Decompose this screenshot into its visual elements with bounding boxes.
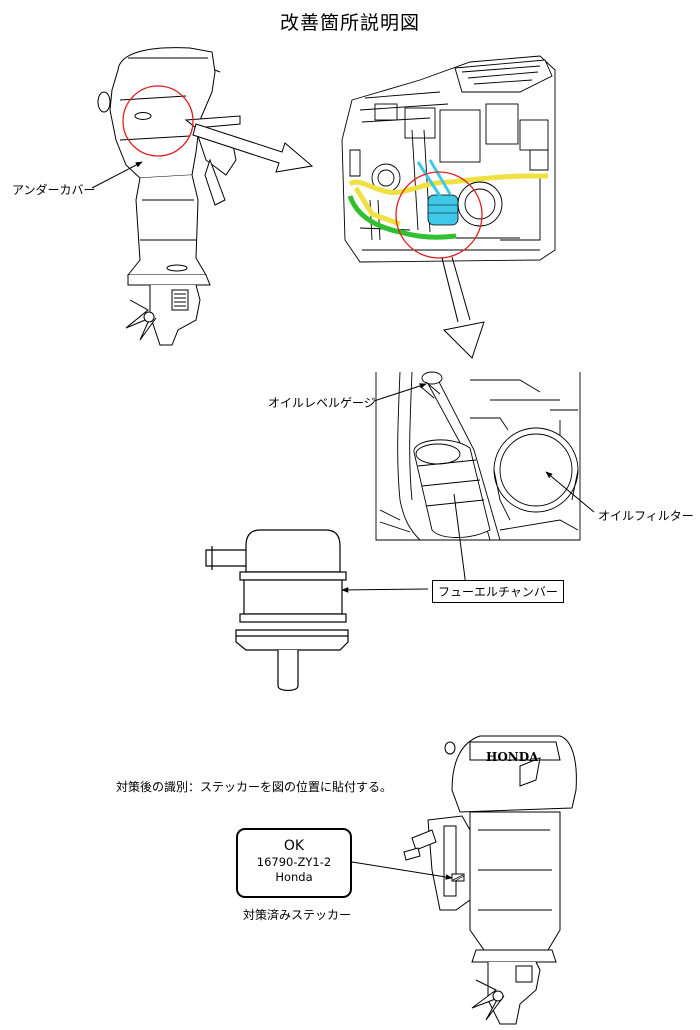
- page-title: 改善箇所説明図: [279, 12, 420, 34]
- label-oil-filter: オイルフィルター: [598, 509, 694, 523]
- sticker-part-number: 16790-ZY1-2: [256, 855, 332, 869]
- identification-note: 対策後の識別：ステッカーを図の位置に貼付する。: [116, 780, 393, 794]
- highlight-circle-fuel-chamber: [395, 171, 483, 259]
- highlight-circle-under-cover: [122, 85, 194, 157]
- engine-detail: [341, 55, 556, 263]
- label-oil-level-gauge: オイルレベルゲージ: [268, 396, 376, 410]
- fuel-chamber-blue: [416, 159, 459, 226]
- hollow-arrow-1: [192, 123, 314, 173]
- hollow-arrow-2: [442, 321, 485, 359]
- outboard-motor-top: [97, 47, 241, 346]
- outboard-motor-bottom: [403, 735, 577, 1025]
- label-sticker-caption: 対策済みステッカー: [243, 908, 352, 922]
- fuel-hose-yellow-2: [353, 186, 401, 227]
- honda-logo-text: HONDA: [486, 750, 539, 764]
- label-under-cover: アンダーカバー: [12, 183, 96, 197]
- fuel-chamber-drawing: [205, 529, 349, 692]
- sticker-ok-text: OK: [283, 838, 305, 854]
- sticker-brand: Honda: [275, 870, 313, 884]
- sticker-enlarged: OK 16790-ZY1-2 Honda: [236, 828, 352, 898]
- label-fuel-chamber: フューエルチャンバー: [432, 580, 564, 603]
- closeup-detail: [375, 371, 581, 541]
